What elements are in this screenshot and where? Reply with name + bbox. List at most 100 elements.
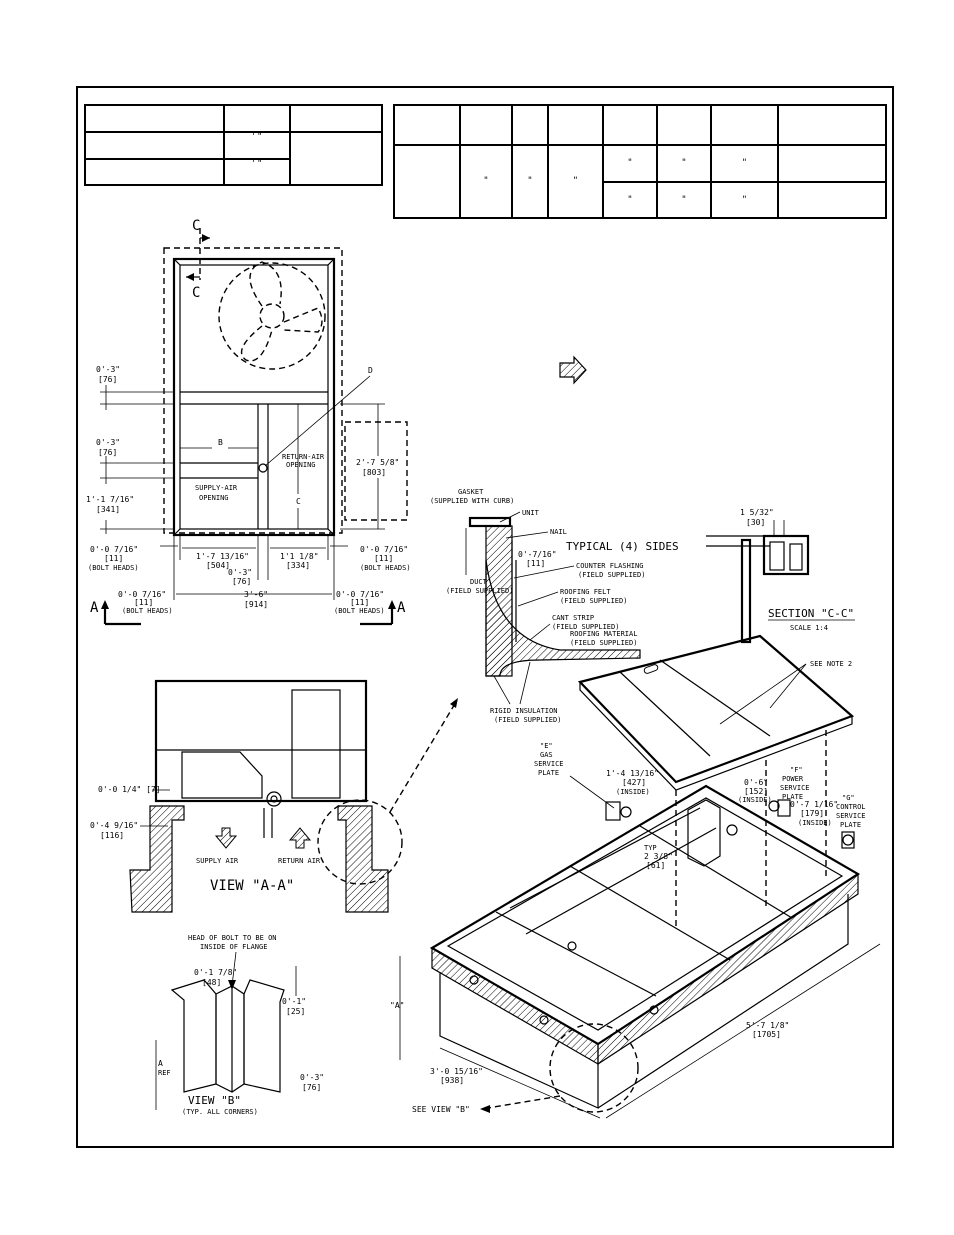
iso-label: SERVICE	[780, 784, 810, 792]
iso-label: (INSIDE)	[798, 819, 832, 827]
corner-angle-right	[243, 979, 285, 1093]
section-cc-title: SECTION "C-C"	[768, 607, 854, 620]
flashing-label: ROOFING MATERIAL	[570, 630, 637, 638]
flashing-label: (FIELD SUPPLIED)	[560, 597, 627, 605]
view-b-label: [25]	[286, 1007, 305, 1016]
curb-insulation-front	[431, 946, 599, 1066]
section-cc-detail: 1 5/32" [30] SECTION "C-C" SCALE 1:4	[706, 508, 855, 644]
table-cell	[777, 104, 887, 146]
section-c-label-top: C	[192, 218, 200, 234]
iso-label: PLATE	[782, 793, 803, 801]
cant-strip	[485, 559, 641, 677]
table-cell	[602, 104, 658, 146]
unit-side-outline	[154, 679, 368, 803]
iso-label: PLATE	[840, 821, 861, 829]
table-cell: ' "	[223, 158, 291, 186]
table-cell: "	[511, 144, 549, 219]
dim-label: 0'-0 7/16"	[90, 545, 138, 554]
iso-label: 5'-7 1/8"	[746, 1021, 789, 1030]
fan-blade	[283, 307, 323, 333]
view-b-label: A	[158, 1059, 163, 1068]
iso-label: 2 3/8"	[644, 852, 673, 861]
table-cell	[393, 104, 461, 146]
dim-label: 1'-7 13/16"	[196, 552, 249, 561]
supply-air-label: OPENING	[199, 494, 229, 502]
detail-circle	[317, 799, 403, 885]
curb-right	[337, 805, 389, 913]
corner-angle-left	[170, 979, 217, 1093]
iso-label: TYP	[644, 844, 657, 852]
fan-circle	[218, 262, 326, 370]
table-cell	[777, 181, 887, 219]
airflow-arrow-icon	[559, 355, 587, 385]
curb-outline	[163, 247, 343, 534]
iso-label: SEE VIEW "B"	[412, 1105, 470, 1114]
iso-label: 0'-7 1/16"	[790, 800, 838, 809]
unit-rail	[468, 516, 512, 528]
view-aa-label: RETURN AIR	[278, 857, 321, 865]
dim-label: [803]	[362, 468, 386, 477]
table-cell	[84, 131, 225, 160]
view-aa-label: 0'-4 9/16"	[90, 821, 138, 830]
table-cell	[777, 144, 887, 183]
iso-label: POWER	[782, 775, 804, 783]
control-service-plate	[841, 831, 855, 849]
dim-label: (BOLT HEADS)	[334, 607, 385, 615]
power-service-plate	[777, 799, 791, 817]
flashing-label: (SUPPLIED WITH CURB)	[430, 497, 514, 505]
flashing-label: ROOFING FELT	[560, 588, 611, 596]
dim-label: [76]	[232, 577, 251, 586]
flashing-label: (FIELD SUPPLIED)	[552, 623, 619, 631]
table-cell	[393, 144, 461, 219]
supply-air-arrow-icon	[214, 827, 238, 849]
view-aa: 0'-0 1/4" [7] 0'-4 9/16" [116] SUPPLY AI…	[90, 679, 458, 913]
fan-blade	[249, 261, 282, 307]
view-b-label: [48]	[202, 978, 221, 987]
section-cc-scale: SCALE 1:4	[790, 624, 828, 632]
iso-label: (INSIDE)	[616, 788, 650, 796]
table-cell: "	[710, 181, 779, 219]
iso-label: "E"	[540, 742, 553, 750]
iso-label: "G"	[842, 794, 855, 802]
view-aa-label: SUPPLY AIR	[196, 857, 239, 865]
iso-label: 3'-0 15/16"	[430, 1067, 483, 1076]
view-b-label: 0'-3"	[300, 1073, 324, 1082]
dim-label: (BOLT HEADS)	[88, 564, 139, 572]
label-b: B	[218, 438, 223, 447]
curb-insulation-side	[597, 872, 859, 1066]
view-b-subtitle: (TYP. ALL CORNERS)	[182, 1108, 258, 1116]
fan-hub	[259, 303, 285, 329]
flashing-label: RIGID INSULATION	[490, 707, 557, 715]
iso-label: GAS	[540, 751, 553, 759]
table-cell	[289, 131, 383, 186]
dim-label: 1'-1 7/16"	[86, 495, 134, 504]
table-cell: "	[547, 144, 604, 219]
table-cell	[459, 104, 513, 146]
iso-label: 0'-6"	[744, 778, 768, 787]
fan-blade	[240, 325, 273, 362]
flashing-label: NAIL	[550, 528, 567, 536]
view-b-label: INSIDE OF FLANGE	[200, 943, 267, 951]
view-b: HEAD OF BOLT TO BE ON INSIDE OF FLANGE 0…	[155, 934, 324, 1116]
return-air-label: OPENING	[286, 461, 316, 469]
flashing-label: (FIELD SUPPLIED)	[578, 571, 645, 579]
dim-label: 0'-0 7/16"	[336, 590, 384, 599]
iso-label: [1705]	[752, 1030, 781, 1039]
dim-label: [76]	[98, 448, 117, 457]
return-air-arrow-icon	[288, 827, 312, 849]
iso-label: [179]	[800, 809, 824, 818]
flashing-label: (FIELD SUPPLIED)	[494, 716, 561, 724]
table-cell: "	[602, 144, 658, 183]
iso-label: SEE NOTE 2	[810, 660, 852, 668]
flashing-label: (FIELD SUPPLIED)	[446, 587, 513, 595]
dim-label: [11]	[374, 554, 393, 563]
iso-label: [427]	[622, 778, 646, 787]
dim-label: 0'-3"	[96, 365, 120, 374]
view-b-label: [76]	[302, 1083, 321, 1092]
table-cell	[223, 104, 291, 133]
dim-label: 0'-0 7/16"	[360, 545, 408, 554]
iso-label: 1'-4 13/16"	[606, 769, 659, 778]
section-cc-rail	[740, 538, 752, 644]
flashing-label: [11]	[526, 559, 545, 568]
flashing-label: TYPICAL (4) SIDES	[566, 540, 679, 553]
